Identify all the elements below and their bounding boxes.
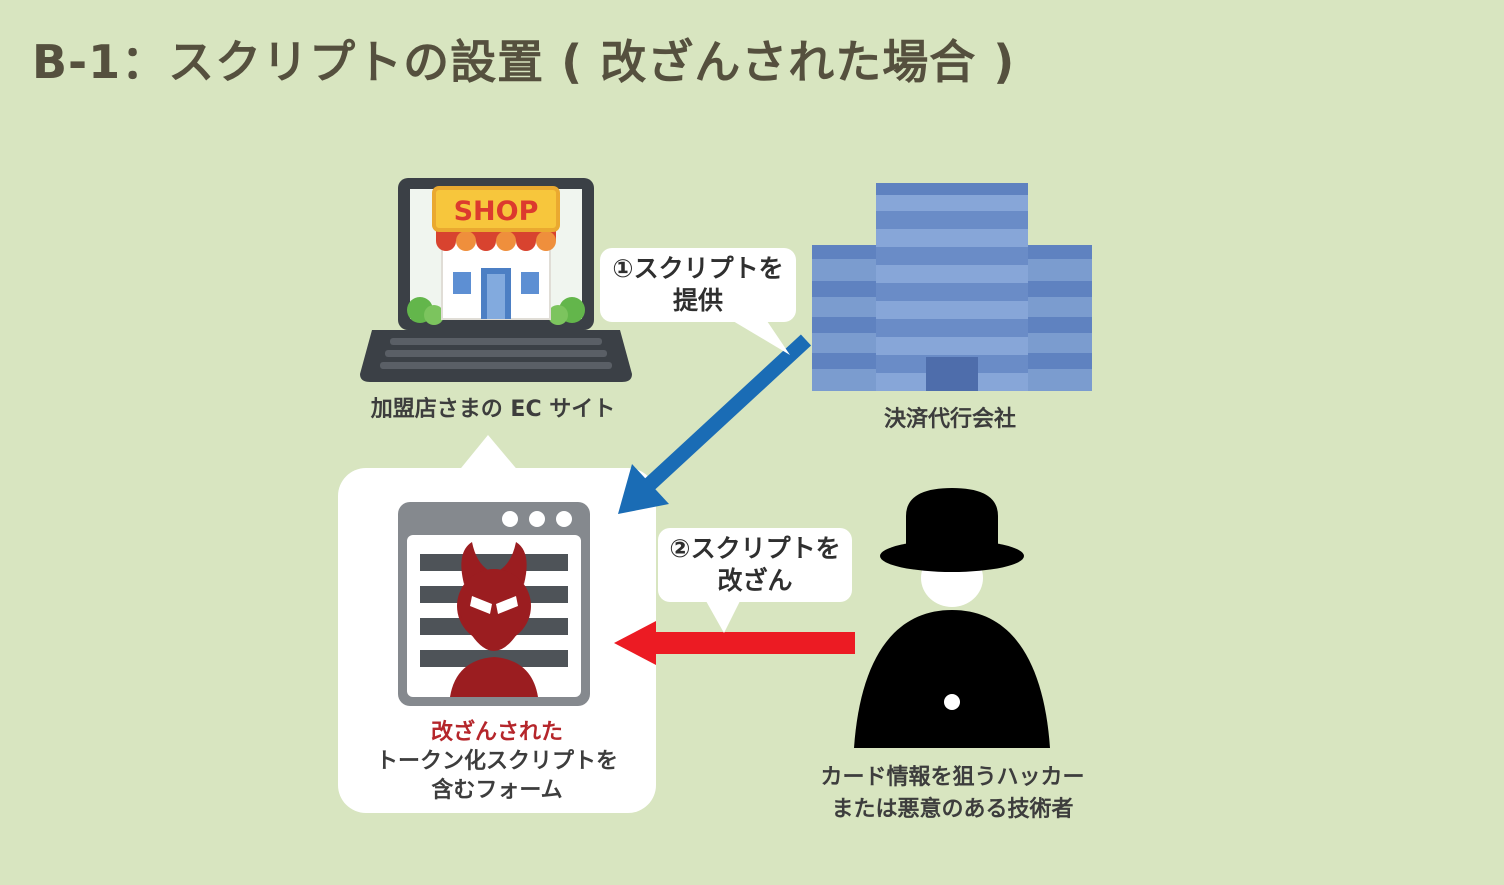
hacker-label-line2: または悪意のある技術者 [831,796,1074,822]
provide-script-arrow [618,334,812,514]
tampered-form-label-line3: 含むフォーム [431,778,563,803]
tampered-form-label-line1: 改ざんされた [430,720,563,745]
laptop-shop-icon: SHOP [360,178,632,382]
provide-script-callout: ①スクリプトを 提供 [600,248,796,322]
ec-site-label: 加盟店さまの EC サイト [370,397,616,422]
shop-sign-text: SHOP [454,196,539,227]
tamper-script-callout: ②スクリプトを 改ざん [658,528,852,602]
tampered-form-label-line2: トークン化スクリプトを [375,749,618,774]
tamper-script-line2: 改ざん [717,566,793,595]
devil-face [450,542,538,697]
tamper-script-callout-tail [706,601,740,633]
hacker-label-line1: カード情報を狙うハッカー [820,765,1085,790]
hacker-label: カード情報を狙うハッカー または悪意のある技術者 [780,762,1125,826]
diagram-title: B-1：スクリプトの設置 ( 改ざんされた場合 ) [32,35,1016,89]
tamper-script-line1: ②スクリプトを [669,533,841,563]
browser-devil-icon [398,502,590,706]
tamper-script-arrow [614,621,855,665]
hacker-icon [854,488,1050,748]
provide-script-callout-tail [733,321,790,355]
provide-script-line2: 提供 [672,286,723,315]
server-building-icon [812,183,1092,391]
form-box-pointer [457,435,520,473]
payment-company-label: 決済代行会社 [883,407,1016,432]
provide-script-line1: ①スクリプトを [612,253,784,283]
